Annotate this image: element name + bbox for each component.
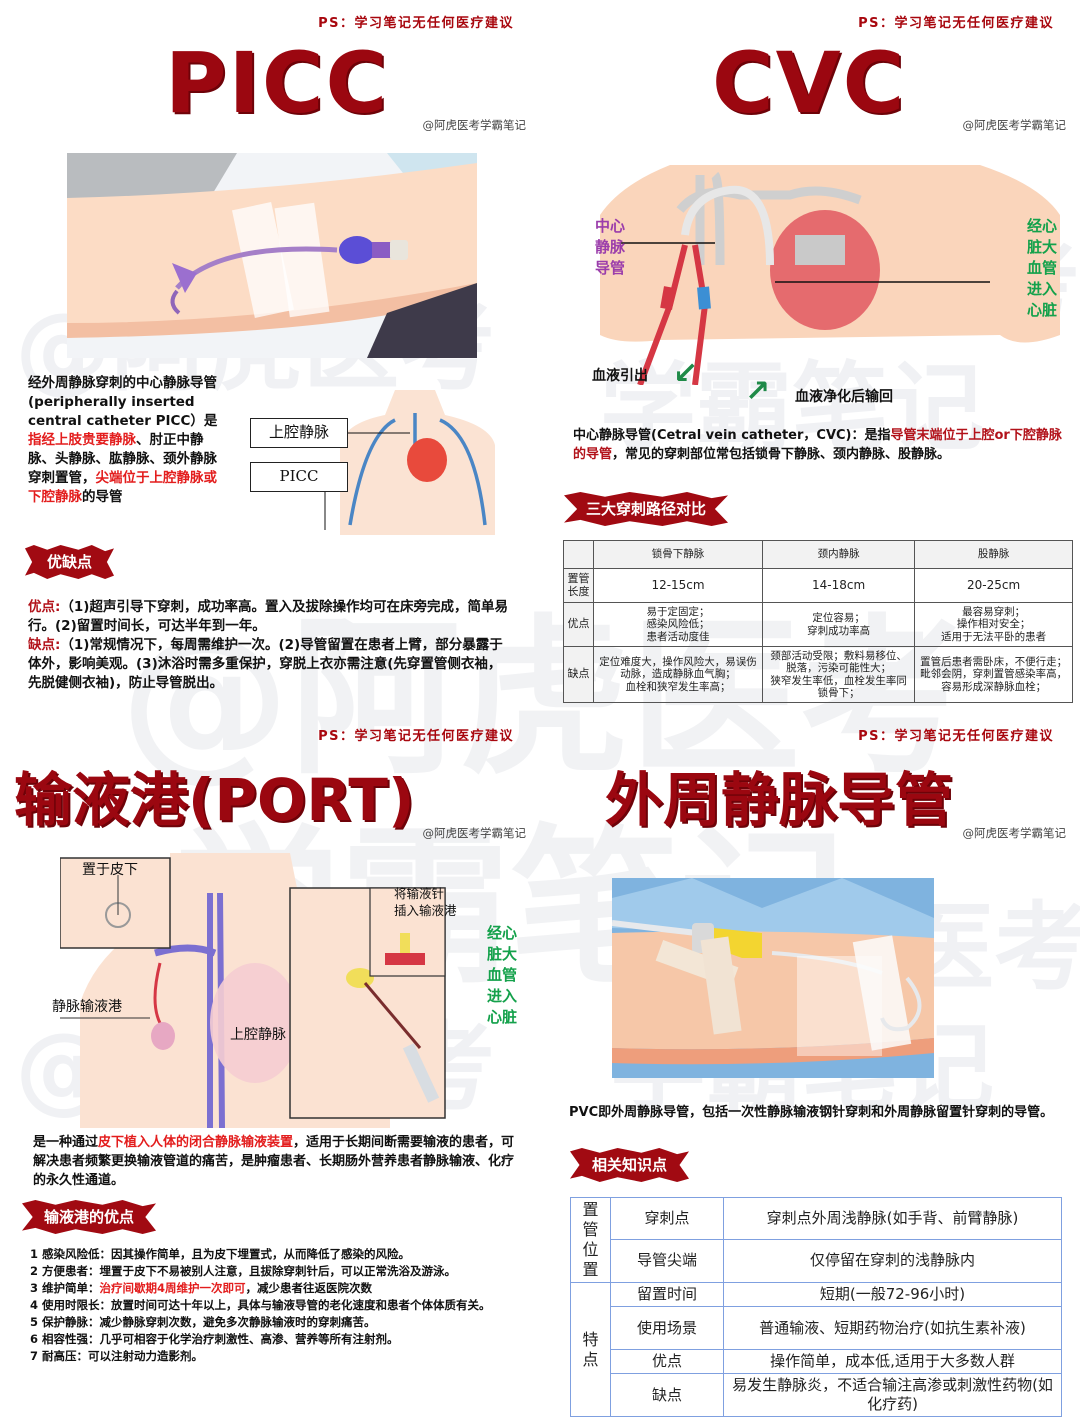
pvc-knowledge-table: 置管位置 穿刺点 穿刺点外周浅静脉(如手背、前臂静脉) 导管尖端 仅停留在穿刺的… (570, 1197, 1062, 1417)
author-handle: @阿虎医考学霸笔记 (962, 118, 1067, 132)
row-key: 穿刺点 (610, 1197, 724, 1240)
row-label: 优点 (563, 602, 594, 647)
port-right-label: 经心脏大血管进入心脏 (486, 924, 517, 1026)
cvc-title: CVC (712, 34, 907, 132)
table-row: 优点 易于定固定； 感染风险低； 患者活动度佳 定位容易； 穿刺成功率高 最容易… (563, 602, 1073, 647)
picc-panel: PS：学习笔记无任何医疗建议 PICC @阿虎医考学霸笔记 经外周静脉穿刺的中心… (0, 0, 540, 713)
row-value: 短期(一般72-96小时) (723, 1282, 1062, 1307)
pvc-title: 外周静脉导管 (605, 766, 954, 834)
table-row: 使用场景 普通输液、短期药物治疗(如抗生素补液) (571, 1306, 1062, 1350)
author-handle: @阿虎医考学霸笔记 (422, 826, 527, 840)
insert-needle-label: 将输液针插入输液港 (394, 886, 457, 918)
row-value: 穿刺点外周浅静脉(如手背、前臂静脉) (723, 1197, 1062, 1240)
table-cell: 颈部活动受限；敷料易移位、脱落，污染可能性大； 狭窄发生率低，血栓发生率同锁骨下… (762, 646, 916, 703)
row-key: 使用场景 (610, 1306, 724, 1350)
table-row: 导管尖端 仅停留在穿刺的浅静脉内 (571, 1238, 1062, 1284)
section-ribbon-advantages: 输液港的优点 (22, 1200, 157, 1234)
section-ribbon-comparison: 三大穿刺路径对比 (564, 492, 729, 526)
cvc-chest-illustration (600, 155, 1060, 385)
pvc-panel: PS：学习笔记无任何医疗建议 外周静脉导管 @阿虎医考学霸笔记 PVC即外周静脉… (540, 713, 1080, 1427)
row-key: 优点 (610, 1349, 724, 1374)
list-item: 5 保护静脉：减少静脉穿刺次数，避免多次静脉输液时的穿刺痛苦。 (30, 1315, 376, 1329)
table-cell: 定位难度大，操作风险大，易误伤动脉，造成静脉血气胸； 血栓和狭窄发生率高； (592, 646, 764, 703)
port-intro: 是一种通过皮下植入人体的闭合静脉输液装置，适用于长期间断需要输液的患者，可解决患… (33, 1135, 515, 1188)
row-label: 置管长度 (563, 568, 594, 603)
picc-body-diagram: 上腔静脉 PICC (245, 385, 495, 535)
port-chest-illustration (60, 853, 470, 1128)
svc-label: 上腔静脉 (230, 1027, 286, 1043)
group-label: 置管位置 (570, 1197, 611, 1283)
table-cell: 14-18cm (762, 568, 916, 603)
disclaimer: PS：学习笔记无任何医疗建议 (318, 729, 514, 744)
row-value: 易发生静脉炎，不适合输注高渗或刺激性药物(如化疗药) (723, 1373, 1062, 1417)
section-ribbon-pros-cons: 优缺点 (25, 545, 115, 579)
row-key: 缺点 (610, 1373, 724, 1417)
arrow-down-left-icon: ↙ (673, 356, 699, 391)
table-cell: 12-15cm (592, 568, 764, 603)
table-cell: 最容易穿刺； 操作相对安全； 适用于无法平卧的患者 (914, 602, 1073, 647)
list-item: 7 耐高压：可以注射动力造影剂。 (30, 1349, 204, 1363)
port-panel: PS：学习笔记无任何医疗建议 输液港(PORT) @阿虎医考学霸笔记 置于皮下 … (0, 713, 540, 1427)
table-cell: 20-25cm (914, 568, 1073, 603)
pvc-arm-illustration (612, 878, 934, 1078)
cvc-intro: 中心静脉导管(Cetral vein catheter，CVC)：是指导管末端位… (573, 428, 1062, 462)
disclaimer: PS：学习笔记无任何医疗建议 (858, 16, 1054, 31)
table-header-cell: 颈内静脉 (762, 540, 916, 569)
subcutaneous-label: 置于皮下 (82, 862, 138, 878)
port-advantages-list: 1 感染风险低：因其操作简单，且为皮下埋置式，从而降低了感染的风险。 2 方便患… (30, 1246, 525, 1365)
port-label: 静脉输液港 (52, 999, 122, 1015)
row-label: 缺点 (563, 646, 594, 703)
section-ribbon-knowledge: 相关知识点 (570, 1148, 690, 1182)
table-row: 缺点 易发生静脉炎，不适合输注高渗或刺激性药物(如化疗药) (571, 1373, 1062, 1417)
table-header-row: 锁骨下静脉 颈内静脉 股静脉 (563, 540, 1073, 569)
list-item: 3 维护简单：治疗间歇期4周维护一次即可，减少患者往返医院次数 (30, 1281, 373, 1295)
list-item: 2 方便患者：埋置于皮下不易被别人注意，且拔除穿刺针后，可以正常洗浴及游泳。 (30, 1264, 457, 1278)
table-header-cell (563, 540, 594, 569)
row-value: 仅停留在穿刺的浅静脉内 (723, 1238, 1062, 1284)
row-value: 操作简单，成本低,适用于大多数人群 (723, 1349, 1062, 1374)
list-item: 1 感染风险低：因其操作简单，且为皮下埋置式，从而降低了感染的风险。 (30, 1247, 411, 1261)
disclaimer: PS：学习笔记无任何医疗建议 (318, 16, 514, 31)
cvc-panel: PS：学习笔记无任何医疗建议 CVC @阿虎医考学霸笔记 中心静脉导管 经心脏大… (540, 0, 1080, 713)
cvc-left-label: 中心静脉导管 (594, 217, 625, 277)
table-cell: 置管后患者需卧床，不便行走； 毗邻会阴，穿刺置管感染率高，容易形成深静脉血栓； (914, 646, 1073, 703)
picc-arm-illustration (67, 153, 477, 358)
table-row: 优点 操作简单，成本低,适用于大多数人群 (571, 1349, 1062, 1374)
row-value: 普通输液、短期药物治疗(如抗生素补液) (723, 1306, 1062, 1350)
table-cell: 定位容易； 穿刺成功率高 (762, 602, 916, 647)
list-item: 4 使用时限长：放置时间可达十年以上，具体与输液导管的老化速度和患者个体体质有关… (30, 1298, 491, 1312)
list-item: 6 相容性强：几乎可相容于化学治疗刺激性、高渗、营养等所有注射剂。 (30, 1332, 399, 1346)
blood-out-label: 血液引出 (592, 368, 648, 384)
picc-title: PICC (165, 34, 390, 132)
cvc-comparison-table: 锁骨下静脉 颈内静脉 股静脉 置管长度 12-15cm 14-18cm 20-2… (563, 540, 1073, 703)
pvc-intro: PVC即外周静脉导管，包括一次性静脉输液钢针穿刺和外周静脉留置针穿刺的导管。 (569, 1105, 1054, 1120)
table-row: 特点 留置时间 短期(一般72-96小时) (570, 1282, 1062, 1417)
cvc-right-label: 经心脏大血管进入心脏 (1026, 217, 1057, 319)
svc-label-box: 上腔静脉 (250, 418, 348, 448)
author-handle: @阿虎医考学霸笔记 (962, 826, 1067, 840)
picc-pros-cons: 优点:（1)超声引导下穿刺，成功率高。置入及拔除操作均可在床旁完成，简单易行。(… (28, 599, 508, 691)
table-header-cell: 锁骨下静脉 (592, 540, 764, 569)
row-key: 导管尖端 (610, 1238, 724, 1284)
author-handle: @阿虎医考学霸笔记 (422, 118, 527, 132)
row-key: 留置时间 (610, 1282, 724, 1307)
group-label: 特点 (570, 1282, 611, 1417)
table-row: 置管位置 穿刺点 穿刺点外周浅静脉(如手背、前臂静脉) (570, 1197, 1062, 1283)
disclaimer: PS：学习笔记无任何医疗建议 (858, 729, 1054, 744)
blood-return-label: 血液净化后输回 (795, 389, 893, 405)
table-header-cell: 股静脉 (914, 540, 1073, 569)
table-row: 缺点 定位难度大，操作风险大，易误伤动脉，造成静脉血气胸； 血栓和狭窄发生率高；… (563, 646, 1073, 703)
table-row: 置管长度 12-15cm 14-18cm 20-25cm (563, 568, 1073, 603)
arrow-up-right-icon: ↗ (745, 374, 771, 409)
port-title: 输液港(PORT) (14, 766, 415, 834)
table-cell: 易于定固定； 感染风险低； 患者活动度佳 (592, 602, 764, 647)
picc-intro: 经外周静脉穿刺的中心静脉导管(peripherally inserted cen… (28, 375, 218, 505)
picc-label-box: PICC (250, 462, 348, 492)
